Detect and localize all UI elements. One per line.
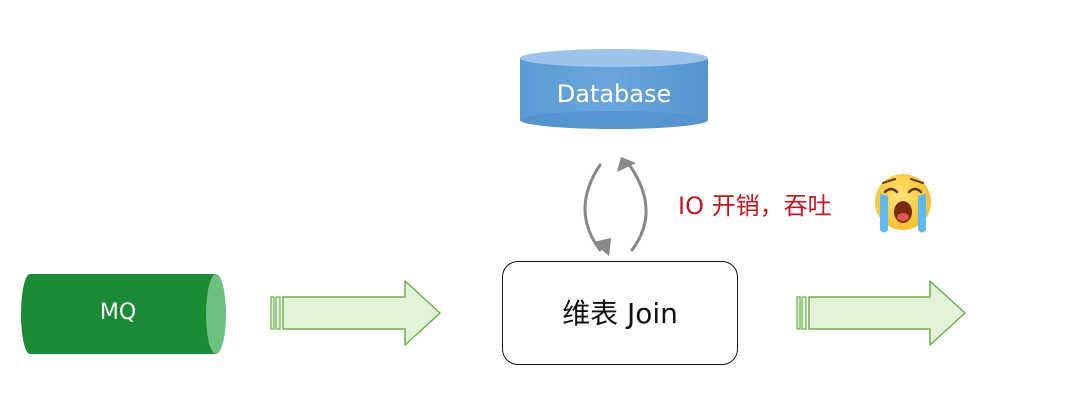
io-cost-annotation: IO 开销，吞吐	[678, 192, 832, 220]
io-round-trip-arrows	[583, 161, 648, 252]
request-arrow-down	[583, 163, 602, 252]
mq-label: MQ	[99, 300, 137, 325]
database-cylinder	[520, 49, 708, 129]
dimension-join-box	[502, 261, 738, 365]
flow-arrow-input	[270, 280, 441, 346]
request-arrowhead	[593, 238, 611, 256]
dimension-join-label: 维表 Join	[562, 297, 678, 330]
database-label: Database	[556, 80, 672, 108]
crying-face-icon	[875, 174, 931, 233]
flow-arrow-output	[796, 280, 966, 346]
response-arrow-up	[626, 161, 648, 252]
response-arrowhead	[617, 157, 636, 172]
mq-cylinder	[21, 274, 226, 354]
